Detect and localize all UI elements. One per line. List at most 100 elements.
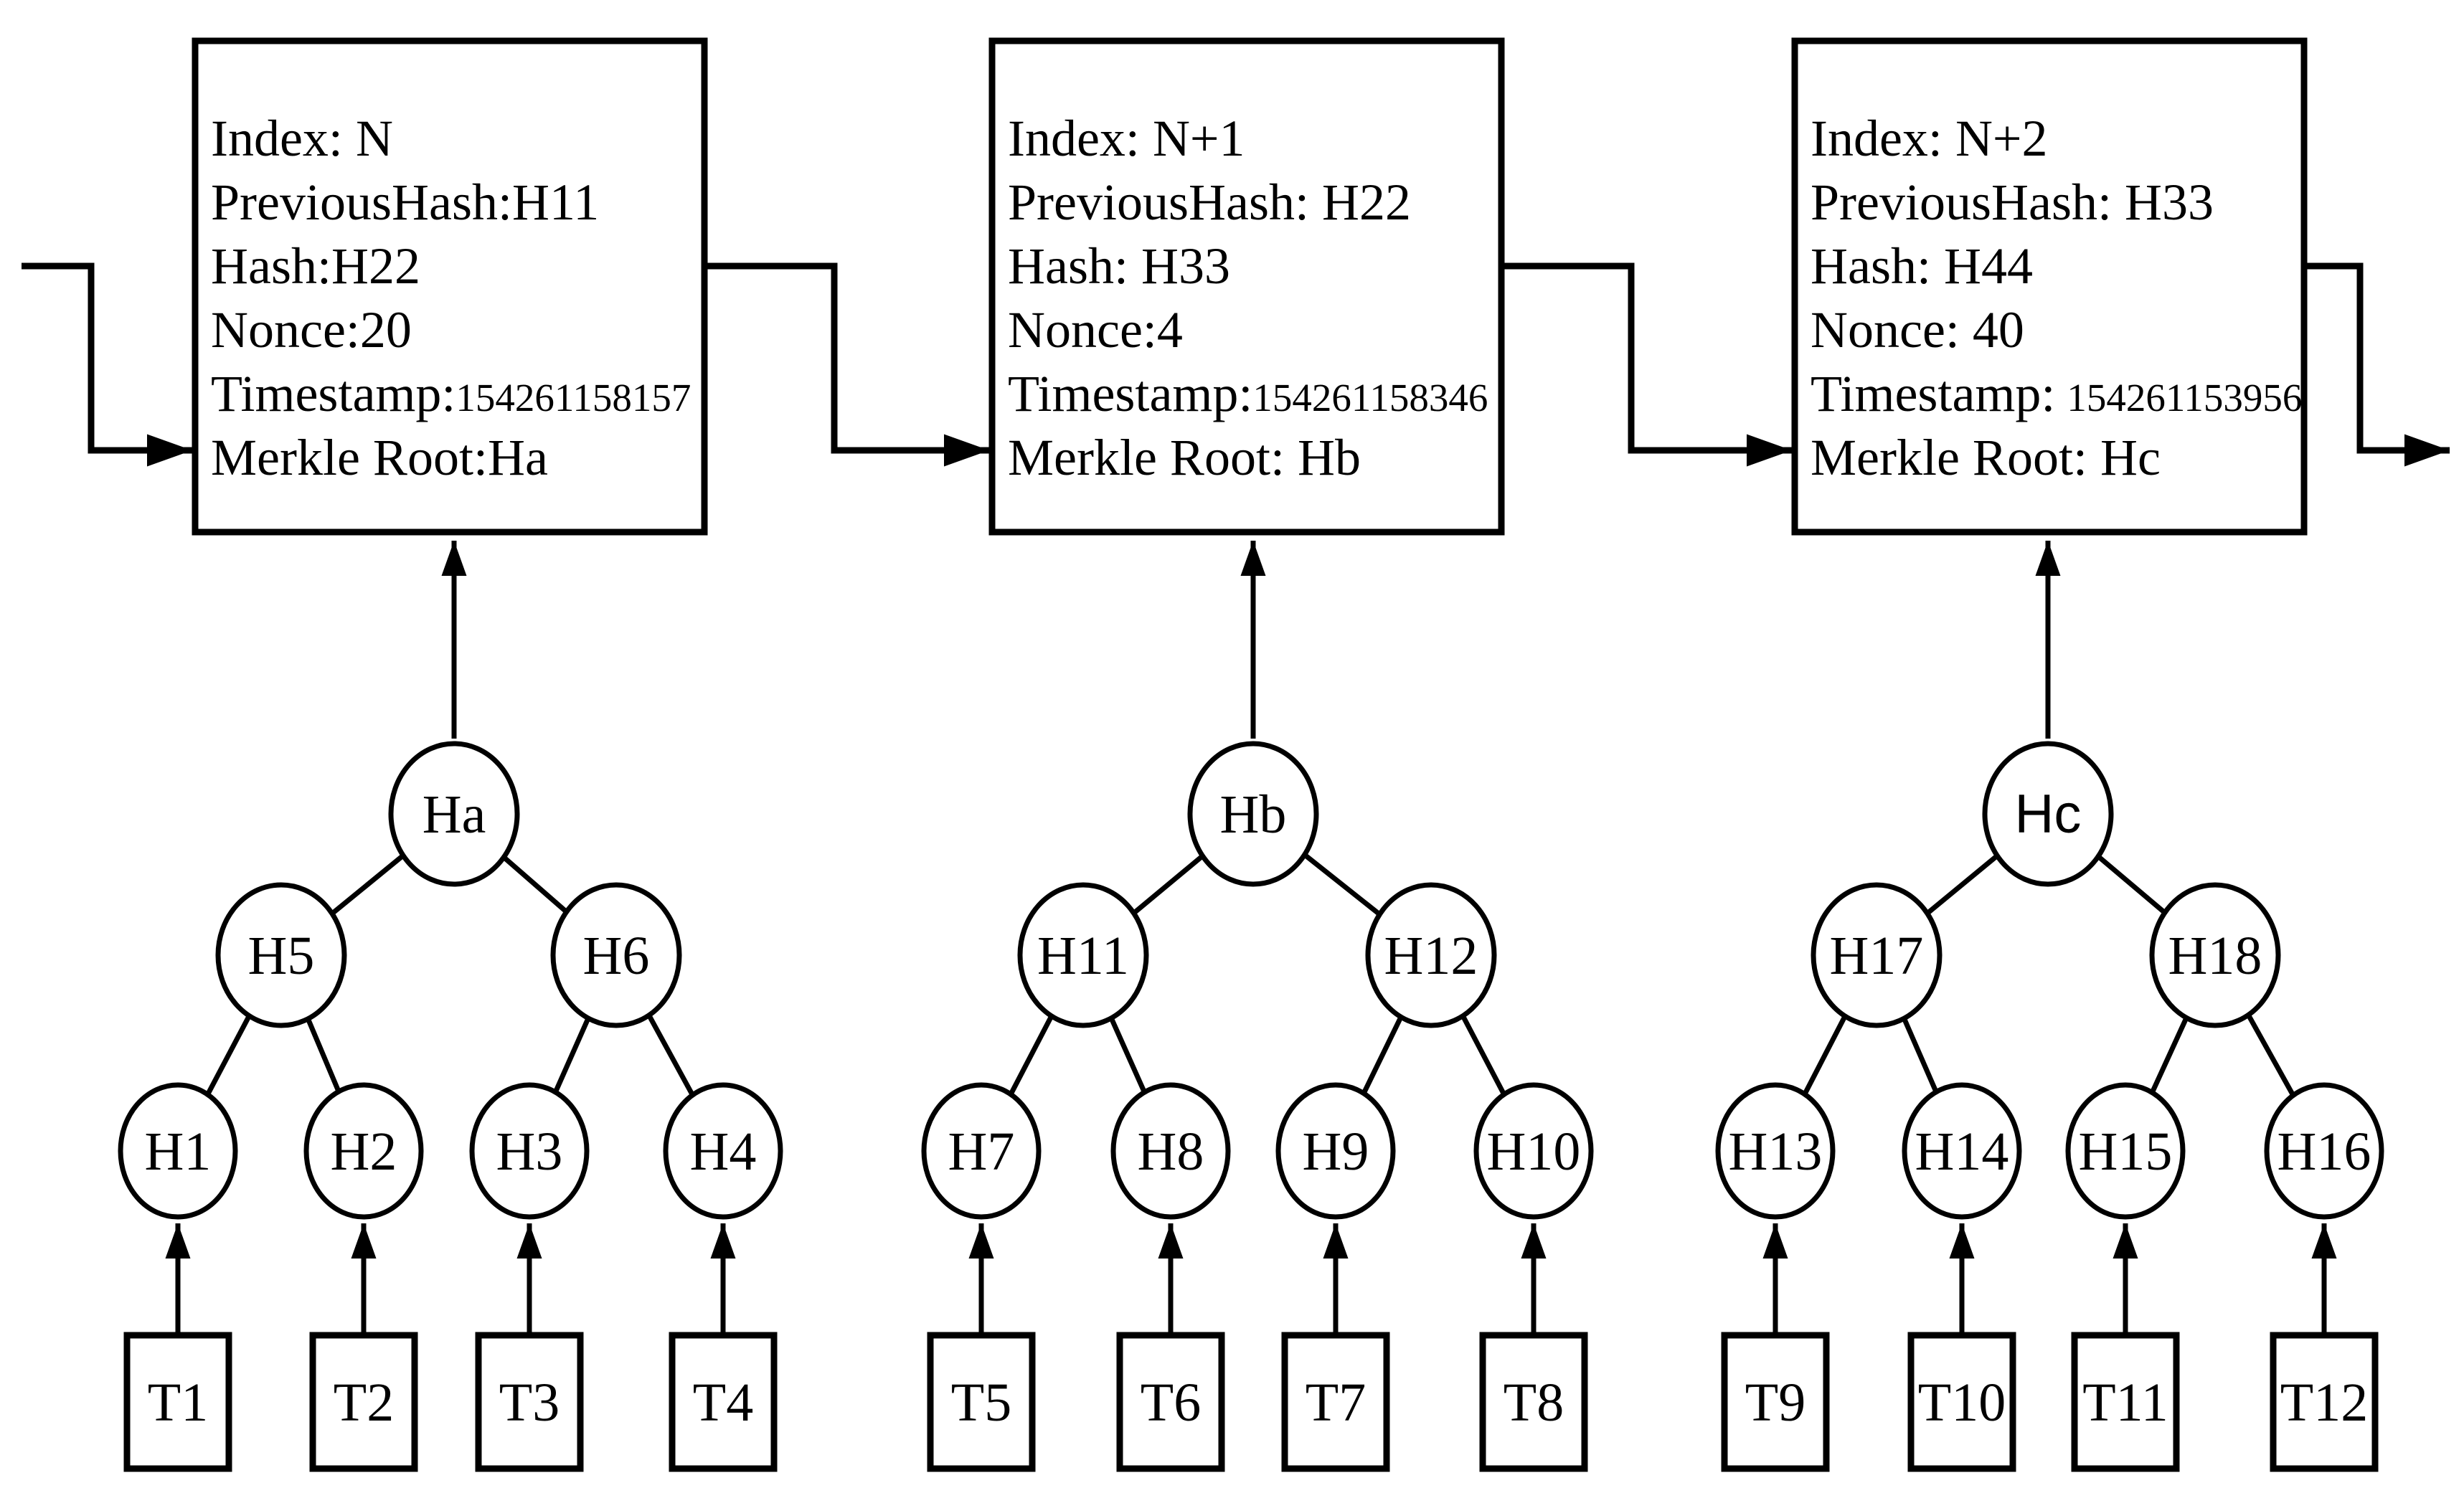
block2-timestamp-value: 154261158346 <box>1252 376 1488 420</box>
block3-nonce: Nonce: 40 <box>1811 301 2024 359</box>
block1-timestamp-value: 154261158157 <box>455 376 691 420</box>
block3-hash: Hash: H44 <box>1811 237 2033 295</box>
tree1-node-h2-label: H2 <box>331 1122 397 1182</box>
block2-index: Index: N+1 <box>1008 110 1245 167</box>
tx-label-t4: T4 <box>693 1373 753 1433</box>
tx-box-t11 <box>2071 1332 2180 1472</box>
tree3-node-h16 <box>2264 1082 2384 1220</box>
merkle-tree-1: Ha H5 H6 H1 H2 H3 H4 T1 T2 T3 T4 <box>118 541 783 1472</box>
tree3-node-h14-label: H14 <box>1915 1122 2009 1182</box>
block3-previous-hash: PreviousHash: H33 <box>1811 174 2214 231</box>
block3-merkle-root: Merkle Root: Hc <box>1811 429 2161 486</box>
tx-box-t5 <box>927 1332 1036 1472</box>
block3-box <box>1791 37 2308 536</box>
tree1-node-h4 <box>663 1082 783 1220</box>
tx-box-t2 <box>309 1332 418 1472</box>
block1-index: Index: N <box>211 110 393 167</box>
tree2-node-h10-label: H10 <box>1487 1122 1581 1182</box>
tx-label-t6: T6 <box>1141 1373 1201 1433</box>
tree2-root-node <box>1187 741 1319 887</box>
tree3-root-label: Hc <box>2015 784 2082 845</box>
tx-box-t8 <box>1479 1332 1588 1472</box>
block2-merkle-root: Merkle Root: Hb <box>1008 429 1361 486</box>
tx-box-t10 <box>1907 1332 2016 1472</box>
tree3-node-h17 <box>1811 882 1943 1028</box>
tree1-node-h6 <box>550 882 682 1028</box>
merkle-tree-2: Hb H11 H12 H7 H8 H9 H10 T5 T6 T7 T8 <box>921 541 1594 1472</box>
tx-label-t11: T11 <box>2082 1373 2168 1433</box>
chain-arrow-outgoing <box>2304 262 2450 467</box>
tree2-node-h12 <box>1365 882 1497 1028</box>
tree1-node-h5-label: H5 <box>248 926 315 986</box>
chain-arrow-block1-to-block2 <box>704 262 989 467</box>
block2-hash: Hash: H33 <box>1008 237 1230 295</box>
block3-timestamp: Timestamp:154261153956 <box>1811 365 2302 422</box>
block1-timestamp-label: Timestamp: <box>211 365 455 422</box>
tree3-node-h13-label: H13 <box>1729 1122 1823 1182</box>
tx-label-t9: T9 <box>1745 1373 1805 1433</box>
tree1-node-h3 <box>469 1082 590 1220</box>
tree2-node-h10 <box>1473 1082 1594 1220</box>
merkle-tree-3: Hc H17 H18 H13 H14 H15 H16 T9 T10 T11 T1… <box>1715 541 2384 1472</box>
tree3-root-node <box>1982 741 2114 887</box>
tx-label-t7: T7 <box>1306 1373 1366 1433</box>
block1-timestamp: Timestamp:154261158157 <box>211 365 691 422</box>
tree2-node-h7 <box>921 1082 1042 1220</box>
tree2-root-label: Hb <box>1220 785 1287 845</box>
block2-nonce: Nonce:4 <box>1008 301 1183 359</box>
tx-label-t1: T1 <box>148 1373 208 1433</box>
tx-box-t3 <box>475 1332 584 1472</box>
tree2-node-h11-label: H11 <box>1037 926 1129 986</box>
tree1-node-h4-label: H4 <box>690 1122 757 1182</box>
block1-box <box>192 37 708 536</box>
block1-hash: Hash:H22 <box>211 237 420 295</box>
tree1-node-h2 <box>303 1082 424 1220</box>
block2-header: Index: N+1 PreviousHash: H22 Hash: H33 N… <box>988 37 1505 536</box>
tx-box-t12 <box>2270 1332 2379 1472</box>
tree1-root-label: Ha <box>423 785 486 845</box>
tree1-node-h5 <box>215 882 347 1028</box>
tree1-node-h3-label: H3 <box>496 1122 563 1182</box>
tree2-node-h12-label: H12 <box>1384 926 1478 986</box>
block3-index: Index: N+2 <box>1811 110 2048 167</box>
tree2-node-h9-label: H9 <box>1303 1122 1369 1182</box>
block1-previous-hash: PreviousHash:H11 <box>211 174 599 231</box>
tx-box-t6 <box>1116 1332 1225 1472</box>
tx-label-t8: T8 <box>1504 1373 1564 1433</box>
tree3-node-h15 <box>2065 1082 2186 1220</box>
tx-label-t10: T10 <box>1918 1373 2006 1433</box>
tx-label-t12: T12 <box>2280 1373 2368 1433</box>
block2-timestamp: Timestamp:154261158346 <box>1008 365 1488 422</box>
block2-box <box>988 37 1505 536</box>
tree1-root-node <box>388 741 520 887</box>
block1-nonce: Nonce:20 <box>211 301 412 359</box>
block3-timestamp-label: Timestamp: <box>1811 365 2055 422</box>
tree2-node-h8-label: H8 <box>1138 1122 1204 1182</box>
tx-box-t1 <box>123 1332 232 1472</box>
tx-box-t9 <box>1721 1332 1830 1472</box>
tree2-node-h8 <box>1110 1082 1231 1220</box>
tree1-node-h1-label: H1 <box>145 1122 212 1182</box>
block2-previous-hash: PreviousHash: H22 <box>1008 174 1411 231</box>
tx-label-t5: T5 <box>951 1373 1011 1433</box>
block2-timestamp-label: Timestamp: <box>1008 365 1252 422</box>
tree3-node-h13 <box>1715 1082 1836 1220</box>
tree3-node-h18 <box>2149 882 2281 1028</box>
tree2-node-h9 <box>1275 1082 1396 1220</box>
tree3-node-h18-label: H18 <box>2168 926 2262 986</box>
chain-arrow-block2-to-block3 <box>1501 262 1792 467</box>
tree3-node-h17-label: H17 <box>1830 926 1924 986</box>
tree3-node-h15-label: H15 <box>2079 1122 2173 1182</box>
tree1-node-h6-label: H6 <box>583 926 650 986</box>
tree1-node-h1 <box>118 1082 238 1220</box>
block1-header: Index: N PreviousHash:H11 Hash:H22 Nonce… <box>192 37 708 536</box>
chain-arrow-incoming <box>22 262 192 467</box>
tx-label-t2: T2 <box>334 1373 394 1433</box>
tree3-node-h16-label: H16 <box>2277 1122 2371 1182</box>
tree3-node-h14 <box>1902 1082 2022 1220</box>
tree2-node-h7-label: H7 <box>948 1122 1015 1182</box>
tree2-node-h11 <box>1017 882 1149 1028</box>
tx-label-t3: T3 <box>499 1373 560 1433</box>
tx-box-t4 <box>669 1332 778 1472</box>
